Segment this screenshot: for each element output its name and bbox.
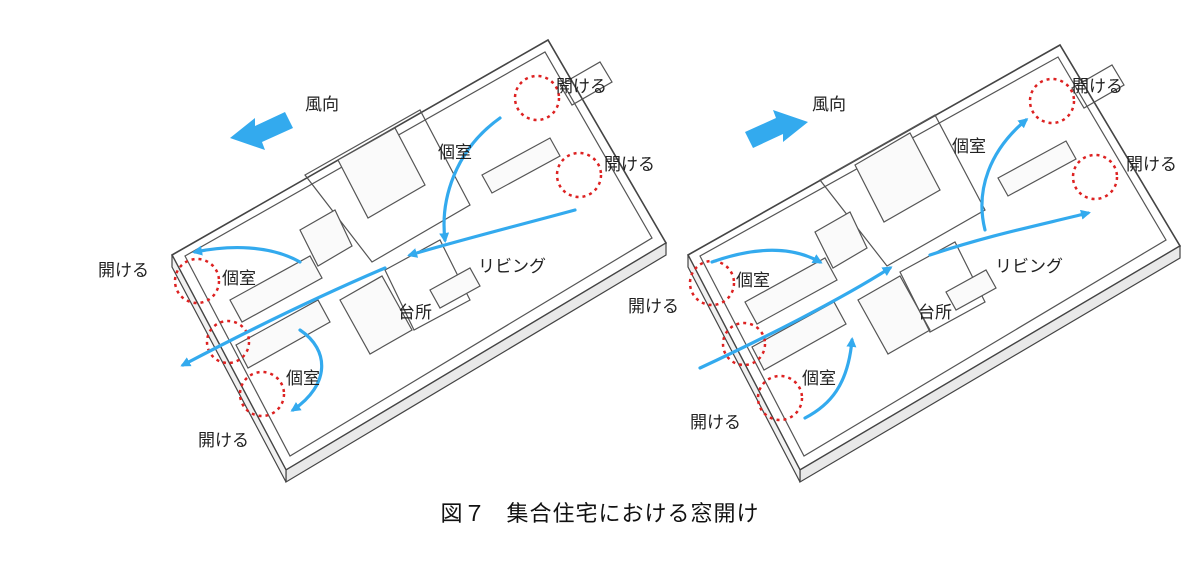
right-floor-plan: 風向 個室 個室 個室 リビング 台所 開ける 開ける 開ける 開ける xyxy=(628,43,1182,484)
right-wind-direction-arrow xyxy=(745,110,808,148)
right-label-open-top-1: 開ける xyxy=(1072,77,1123,97)
left-window-top-2 xyxy=(555,151,603,199)
right-label-open-top-2: 開ける xyxy=(1126,155,1177,175)
left-wind-direction-arrow xyxy=(230,112,293,150)
right-window-bottom xyxy=(756,374,804,422)
right-label-living: リビング xyxy=(995,257,1063,277)
right-label-bedroom-mid: 個室 xyxy=(736,271,770,291)
right-window-top-1 xyxy=(1028,77,1076,125)
left-plan-partitions xyxy=(229,61,613,369)
left-label-open-top-1: 開ける xyxy=(556,77,607,97)
figure-number: 図７ xyxy=(440,502,487,527)
left-label-bedroom-top: 個室 xyxy=(438,143,472,163)
left-window-markers xyxy=(173,74,603,418)
left-airflow-arrows xyxy=(180,116,577,412)
left-label-bedroom-bottom: 個室 xyxy=(286,369,320,389)
left-label-open-left: 開ける xyxy=(98,261,149,281)
right-label-open-left: 開ける xyxy=(628,297,679,317)
left-label-open-top-2: 開ける xyxy=(604,155,655,175)
left-window-middle xyxy=(205,319,251,365)
left-window-left xyxy=(173,257,221,305)
right-plan-partitions xyxy=(744,64,1125,371)
left-label-open-bottom: 開ける xyxy=(198,431,249,451)
left-floor-plan: 風向 個室 個室 個室 リビング 台所 開ける 開ける 開ける 開ける xyxy=(98,38,668,484)
right-window-top-2 xyxy=(1071,153,1119,201)
left-label-kitchen: 台所 xyxy=(398,303,432,323)
figure-title: 集合住宅における窓開け xyxy=(506,502,760,527)
right-label-kitchen: 台所 xyxy=(918,303,952,323)
right-label-bedroom-top: 個室 xyxy=(952,137,986,157)
right-airflow-arrows xyxy=(698,118,1091,420)
figure-caption: 図７ 集合住宅における窓開け xyxy=(0,496,1200,528)
left-label-bedroom-mid: 個室 xyxy=(222,269,256,289)
left-wind-label: 風向 xyxy=(305,95,339,115)
left-window-top-1 xyxy=(513,74,561,122)
right-plan-inner-wall xyxy=(699,56,1167,457)
right-label-open-bottom: 開ける xyxy=(690,413,741,433)
right-label-bedroom-bottom: 個室 xyxy=(802,369,836,389)
left-label-living: リビング xyxy=(478,257,546,277)
right-window-middle xyxy=(721,321,767,367)
right-wind-label: 風向 xyxy=(812,95,846,115)
right-window-left xyxy=(688,259,736,307)
right-window-markers xyxy=(688,77,1119,422)
left-window-bottom xyxy=(238,370,286,418)
